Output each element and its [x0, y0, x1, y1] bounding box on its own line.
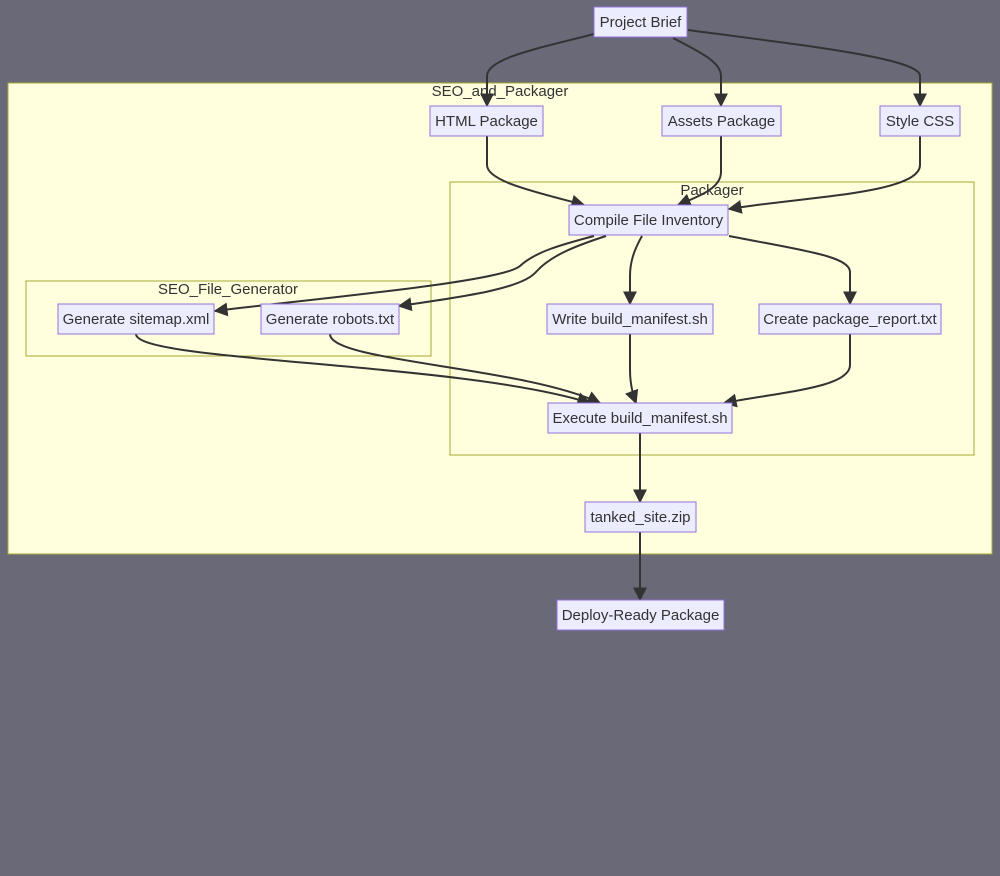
edge-package-report-to-execute [722, 334, 851, 408]
node-generate-sitemap[interactable]: Generate sitemap.xml [57, 303, 215, 335]
edges [135, 29, 927, 602]
cluster-label-packager: Packager [680, 182, 743, 199]
node-label: HTML Package [435, 113, 538, 130]
node-project-brief[interactable]: Project Brief [593, 6, 688, 38]
node-label: Generate robots.txt [266, 311, 395, 328]
edge-write-manifest-to-execute [625, 334, 639, 405]
node-generate-robots[interactable]: Generate robots.txt [260, 303, 400, 335]
node-execute-build-manifest[interactable]: Execute build_manifest.sh [547, 402, 733, 434]
edge-inventory-to-package-report [728, 235, 857, 306]
edge-inventory-to-write-manifest [623, 235, 643, 306]
node-deploy-ready-package[interactable]: Deploy-Ready Package [556, 599, 725, 631]
node-label: Project Brief [600, 14, 683, 31]
edge-sitemap-to-execute [135, 333, 592, 406]
node-tanked-site-zip[interactable]: tanked_site.zip [584, 501, 697, 533]
node-assets-package[interactable]: Assets Package [661, 105, 782, 137]
edge-assets-to-inventory [676, 136, 722, 207]
edge-brief-to-html [480, 33, 595, 108]
cluster-label-seo-and-packager: SEO_and_Packager [432, 83, 569, 100]
node-write-build-manifest[interactable]: Write build_manifest.sh [546, 303, 714, 335]
node-label: Write build_manifest.sh [552, 311, 708, 328]
edge-brief-to-assets [672, 37, 728, 108]
node-label: Style CSS [886, 113, 954, 130]
cluster-label-seo-file-generator: SEO_File_Generator [158, 281, 298, 298]
edge-inventory-to-robots [397, 235, 607, 312]
node-label: Assets Package [668, 113, 776, 130]
edge-style-to-inventory [727, 136, 921, 214]
node-label: Execute build_manifest.sh [552, 410, 727, 427]
node-label: Create package_report.txt [763, 311, 937, 328]
node-style-css[interactable]: Style CSS [879, 105, 961, 137]
node-label: Deploy-Ready Package [562, 607, 720, 624]
node-compile-file-inventory[interactable]: Compile File Inventory [568, 204, 729, 236]
node-label: Generate sitemap.xml [63, 311, 210, 328]
node-label: Compile File Inventory [574, 212, 724, 229]
edge-inventory-to-sitemap [213, 235, 595, 317]
edge-brief-to-style [687, 29, 927, 108]
node-html-package[interactable]: HTML Package [429, 105, 544, 137]
edge-html-to-inventory [486, 136, 586, 209]
edge-robots-to-execute [329, 333, 602, 405]
node-label: tanked_site.zip [590, 509, 690, 526]
node-create-package-report[interactable]: Create package_report.txt [758, 303, 942, 335]
